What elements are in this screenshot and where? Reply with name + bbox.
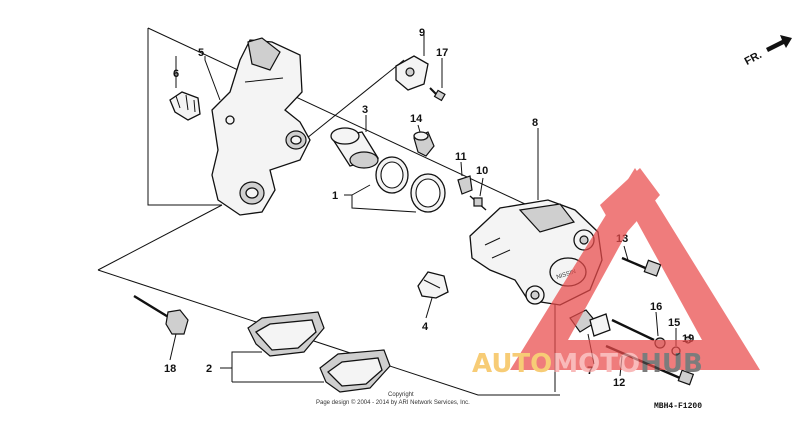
watermark-part-c: HUB [640,349,703,379]
caliper-bracket[interactable] [211,37,311,216]
direction-label: FR. [743,49,764,68]
callout-6: 6 [173,68,179,80]
bracket-pin-bolt[interactable] [133,294,189,335]
callout-4: 4 [422,321,429,333]
callout-16: 16 [650,301,662,313]
pad-shim[interactable] [417,271,449,299]
callout-5: 5 [198,47,204,59]
bleeder-screw[interactable] [457,175,487,211]
callout-18: 18 [164,363,176,375]
diagram-code: MBH4-F1200 [654,402,702,411]
copyright-line-2: Page design © 2004 - 2014 by ARI Network… [316,399,470,406]
callout-1: 1 [332,190,338,202]
caliper-brand-text: NISSIN [556,269,577,281]
watermark-part-b: MOTO [552,349,640,379]
callout-2: 2 [206,363,212,375]
pad-pin-plug[interactable] [395,55,429,91]
copyright-line-1: Copyright [388,392,414,398]
callout-8: 8 [532,117,538,129]
assembly-frame [97,27,560,396]
callout-14: 14 [410,113,423,125]
bleeder-cap[interactable] [413,131,435,157]
svg-text:AUTOMOTOHUB: AUTOMOTOHUB [472,349,703,379]
brake-pad-set[interactable] [247,311,391,393]
piston-seal-set[interactable] [375,156,446,213]
caliper-bolt[interactable] [621,256,662,277]
callout-7: 7 [587,365,593,377]
front-direction-indicator: FR. [743,35,792,68]
callout-10: 10 [476,165,488,177]
callout-11: 11 [455,151,467,163]
watermark-part-a: AUTO [472,349,552,379]
callout-3: 3 [362,104,368,116]
callout-12: 12 [613,377,625,389]
callout-9: 9 [419,27,425,39]
piston[interactable] [330,127,380,169]
pad-pin-bolt[interactable] [429,87,446,102]
callout-15: 15 [668,317,680,329]
watermark-logo: AUTOMOTOHUB [472,168,760,379]
watermark-triangle-icon [510,168,760,370]
callout-17: 17 [436,47,448,59]
direction-arrow-icon [766,35,792,52]
retainer-clip[interactable] [169,91,201,121]
